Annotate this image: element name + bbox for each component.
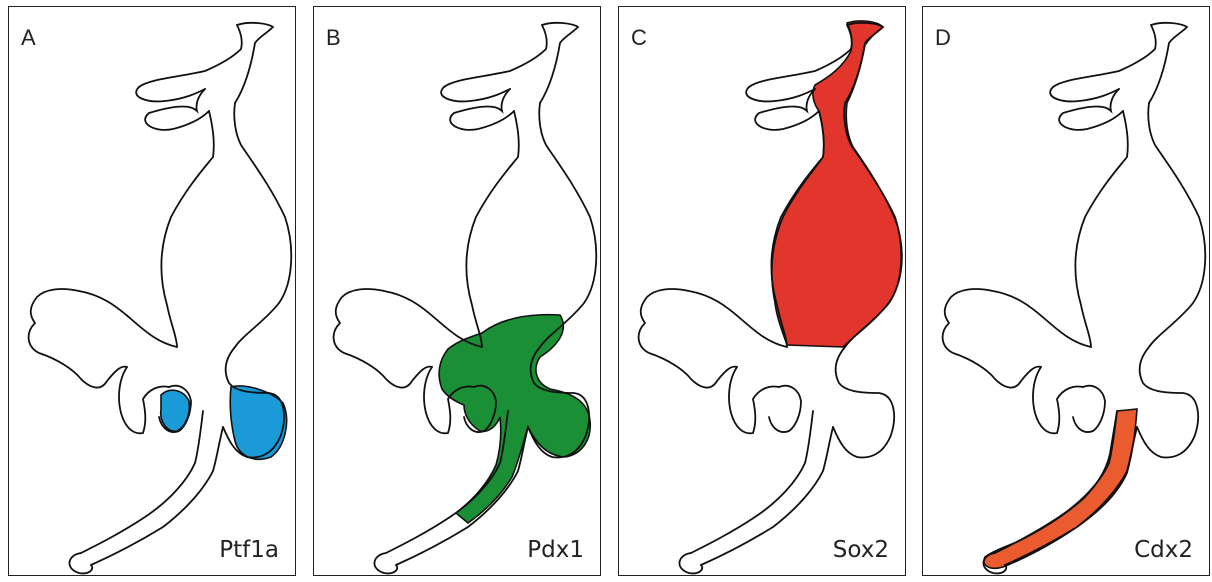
gut-outline-segment-4 [1075, 111, 1127, 347]
gut-outline-a [29, 23, 292, 574]
gut-outline-segment-2 [441, 87, 510, 101]
gut-outline-segment-7 [1137, 347, 1198, 457]
marker-label-pdx1: Pdx1 [527, 537, 584, 563]
gut-outline-segment-3 [1059, 89, 1123, 130]
panel-letter-c: C [631, 25, 647, 51]
gut-outline-segment-2 [1050, 87, 1119, 101]
gut-outline-b [334, 23, 597, 574]
highlight-region-c [772, 21, 902, 347]
gut-diagram-a [9, 7, 297, 577]
panel-letter-b: B [326, 25, 341, 51]
gut-outline-segment-5 [539, 103, 596, 347]
gut-outline-segment-7 [833, 347, 894, 457]
gut-outline-segment-10 [701, 427, 833, 565]
panel-letter-a: A [21, 25, 36, 51]
marker-label-sox2: Sox2 [833, 537, 889, 563]
gut-diagram-d [923, 7, 1211, 577]
gut-outline-segment-3 [755, 89, 819, 130]
panel-d: D Cdx2 [922, 6, 1210, 576]
gut-outline-segment-2 [746, 87, 815, 101]
gut-outline-segment-3 [145, 89, 209, 130]
panel-letter-d: D [935, 25, 951, 51]
expression-domain-esophagus-stomach-0 [772, 21, 902, 347]
gut-outline-segment-12 [69, 553, 92, 573]
marker-label-ptf1a: Ptf1a [219, 537, 279, 563]
gut-outline-segment-6 [29, 289, 177, 388]
gut-outline-segment-1 [139, 25, 242, 87]
panel-c: C Sox2 [618, 6, 906, 576]
expression-domain-posterior-foregut-0 [439, 315, 590, 523]
gut-outline-segment-1 [444, 25, 547, 87]
gut-outline-segment-4 [466, 111, 518, 347]
gut-outline-segment-12 [679, 553, 702, 573]
marker-label-cdx2: Cdx2 [1134, 537, 1193, 563]
gut-outline-segment-2 [136, 87, 205, 101]
gut-outline-segment-6 [639, 289, 787, 388]
gut-outline-segment-3 [450, 89, 514, 130]
gut-outline-segment-12 [374, 553, 397, 573]
gut-outline-segment-1 [1053, 25, 1156, 87]
gut-outline-segment-5 [1148, 103, 1205, 347]
gut-outline-segment-5 [234, 103, 291, 347]
panel-a: A Ptf1a [8, 6, 296, 576]
highlight-region-b [439, 315, 590, 523]
gut-outline-segment-9 [1073, 386, 1105, 432]
gut-diagram-b [314, 7, 602, 577]
highlight-region-a [161, 386, 287, 459]
panel-b: B Pdx1 [313, 6, 601, 576]
gut-outline-segment-4 [161, 111, 213, 347]
gut-outline-segment-9 [769, 386, 801, 432]
gut-diagram-c [619, 7, 907, 577]
gut-outline-segment-10 [91, 427, 223, 565]
gut-outline-d [943, 23, 1206, 574]
gut-outline-segment-6 [943, 289, 1091, 388]
